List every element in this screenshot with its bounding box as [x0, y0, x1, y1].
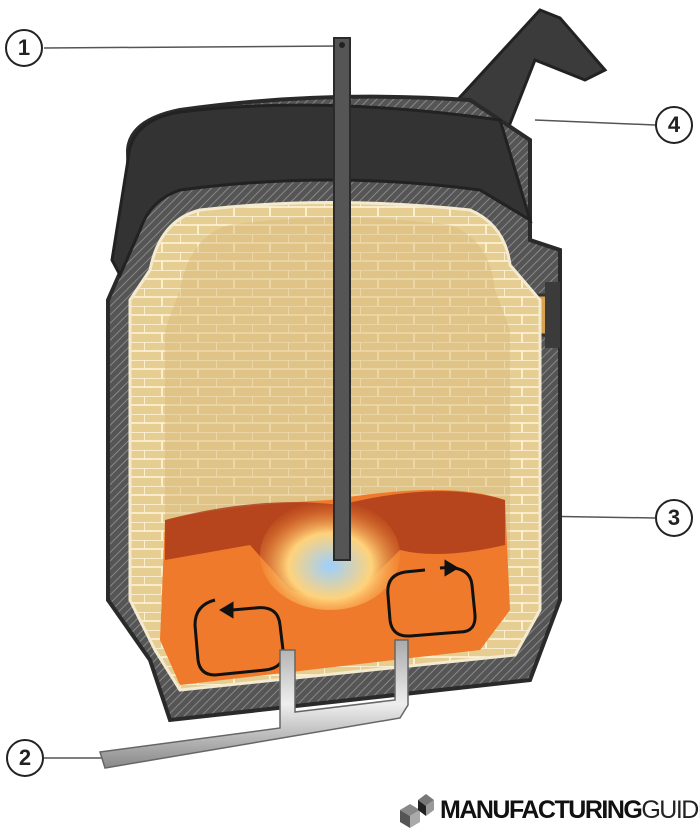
callout-4: 4: [655, 106, 693, 144]
bottom-pipe: [99, 639, 409, 769]
lance: [333, 37, 351, 561]
manufacturing-guide-logo: MANUFACTURINGGUIDE: [390, 790, 700, 830]
callout-2: 2: [6, 739, 44, 777]
logo-light-text: GUIDE: [641, 795, 700, 824]
logo-bold-text: MANUFACTURING: [440, 795, 643, 824]
callout-1: 1: [5, 29, 43, 67]
callout-3: 3: [655, 499, 693, 537]
flame: [260, 500, 400, 610]
cube-logo-icon: [400, 794, 434, 828]
roof-dome: [110, 103, 533, 279]
circulation-arrows: [193, 559, 477, 677]
